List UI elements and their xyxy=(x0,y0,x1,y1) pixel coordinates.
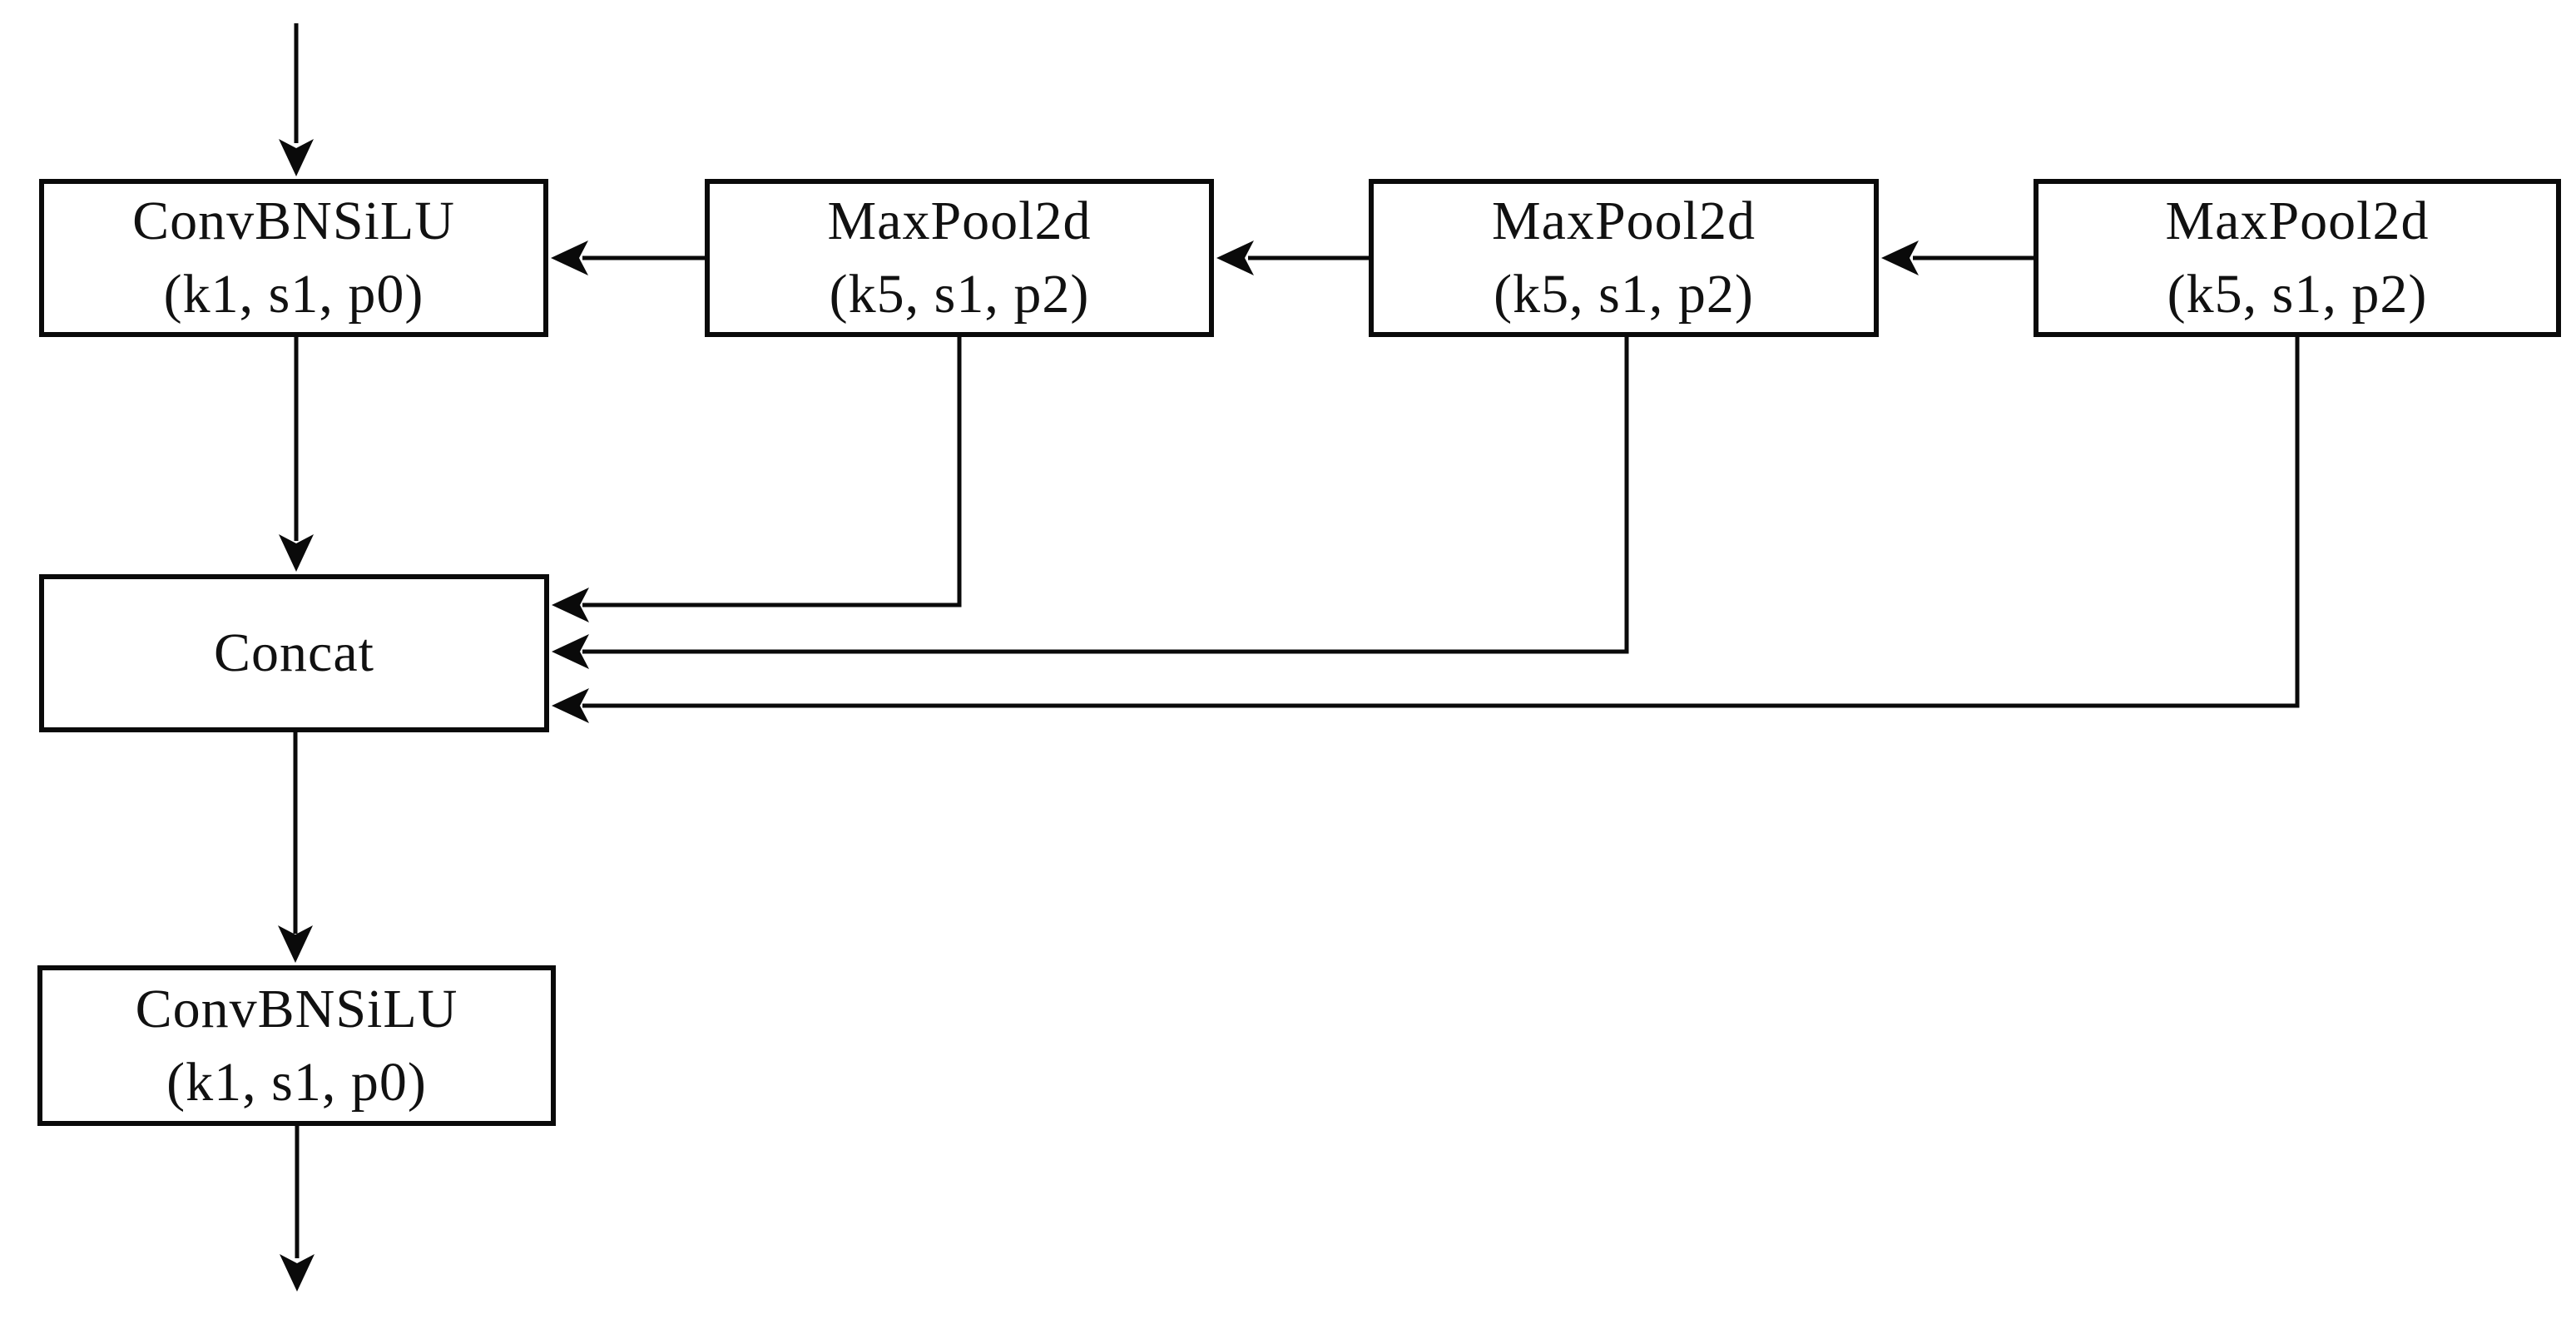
edge-conv-bottom-to-output xyxy=(280,1126,315,1292)
edge-input-to-conv-top xyxy=(279,23,314,176)
node-label: ConvBNSiLU xyxy=(132,191,455,251)
node-convbnsilu-bottom: ConvBNSiLU (k1, s1, p0) xyxy=(37,965,556,1126)
arrowhead-left-icon xyxy=(552,634,589,669)
node-label: MaxPool2d xyxy=(2165,191,2430,251)
arrowhead-left-icon xyxy=(552,588,589,622)
edge-maxpool3-to-maxpool2 xyxy=(1881,241,2034,275)
node-params: (k1, s1, p0) xyxy=(163,264,424,325)
node-label: MaxPool2d xyxy=(1491,191,1756,251)
arrowhead-left-icon xyxy=(1881,241,1919,275)
arrowhead-left-icon xyxy=(552,688,589,723)
node-maxpool2d-2: MaxPool2d (k5, s1, p2) xyxy=(1369,179,1879,337)
edge-maxpool2-to-concat xyxy=(552,337,1629,669)
edge-conv-top-to-concat xyxy=(279,337,314,572)
node-params: (k5, s1, p2) xyxy=(829,264,1090,325)
arrowhead-left-icon xyxy=(551,241,588,275)
node-params: (k5, s1, p2) xyxy=(1494,264,1754,325)
node-label: ConvBNSiLU xyxy=(135,978,458,1039)
arrowhead-down-icon xyxy=(279,534,314,572)
node-label: Concat xyxy=(214,622,374,683)
node-params: (k5, s1, p2) xyxy=(2167,264,2428,325)
edge-maxpool1-to-concat xyxy=(552,337,962,622)
arrowhead-left-icon xyxy=(1216,241,1254,275)
edge-maxpool2-to-maxpool1 xyxy=(1216,241,1369,275)
node-maxpool2d-1: MaxPool2d (k5, s1, p2) xyxy=(705,179,1214,337)
arrowhead-down-icon xyxy=(280,1254,315,1292)
arrowhead-down-icon xyxy=(278,925,313,963)
edge-maxpool1-to-conv-top xyxy=(551,241,705,275)
node-convbnsilu-top: ConvBNSiLU (k1, s1, p0) xyxy=(39,179,548,337)
arrowhead-down-icon xyxy=(279,139,314,176)
node-maxpool2d-3: MaxPool2d (k5, s1, p2) xyxy=(2034,179,2561,337)
edge-concat-to-conv-bottom xyxy=(278,732,313,963)
node-params: (k1, s1, p0) xyxy=(166,1051,427,1113)
node-label: MaxPool2d xyxy=(827,191,1092,251)
node-concat: Concat xyxy=(39,574,549,732)
edge-maxpool3-to-concat xyxy=(552,337,2300,723)
